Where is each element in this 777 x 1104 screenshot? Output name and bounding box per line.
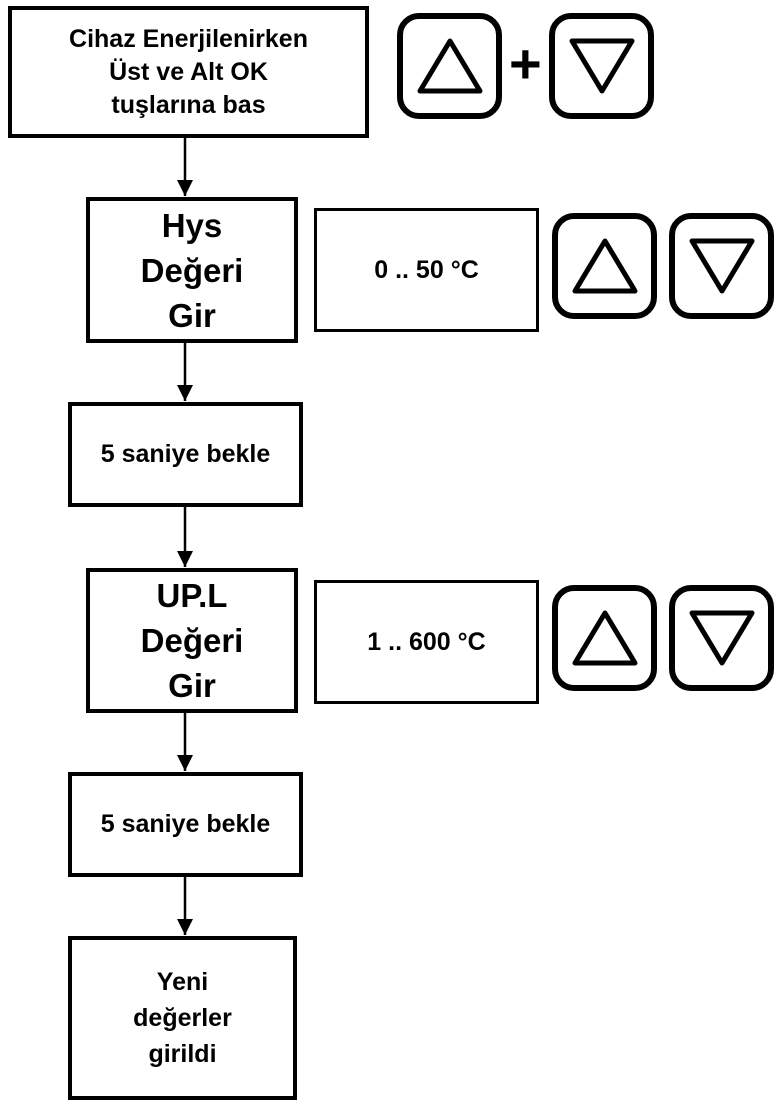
combo-plus: + bbox=[509, 32, 542, 95]
hys-range-box: 0 .. 50 °C bbox=[314, 208, 539, 332]
step-hys-box: Hys Değeri Gir bbox=[86, 197, 298, 343]
step-hys-line1: Hys bbox=[161, 206, 223, 244]
upl-range-value: 1 .. 600 °C bbox=[367, 627, 486, 656]
step-end-line3: girildi bbox=[148, 1040, 217, 1068]
hys-range-value: 0 .. 50 °C bbox=[374, 255, 479, 284]
upl-up-button bbox=[552, 585, 657, 691]
step-upl-box: UP.L Değeri Gir bbox=[86, 568, 298, 713]
arrowhead bbox=[177, 919, 193, 935]
step-upl-line2: Değeri bbox=[140, 622, 244, 659]
down-triangle-icon bbox=[689, 238, 754, 294]
up-button bbox=[397, 13, 502, 119]
down-triangle-icon bbox=[689, 610, 754, 666]
step-end-line1: Yeni bbox=[156, 968, 209, 996]
step-start-line3: tuşlarına bas bbox=[111, 90, 266, 119]
step-start-box: Cihaz Enerjilenirken Üst ve Alt OK tuşla… bbox=[8, 6, 369, 138]
arrowhead bbox=[177, 180, 193, 196]
upl-down-button bbox=[669, 585, 774, 691]
step-wait1-label: 5 saniye bekle bbox=[100, 440, 271, 468]
up-triangle-icon bbox=[417, 38, 482, 94]
step-wait2-label: 5 saniye bekle bbox=[100, 810, 271, 838]
step-upl-line1: UP.L bbox=[156, 577, 228, 614]
down-triangle-icon bbox=[569, 38, 634, 94]
hys-up-button bbox=[552, 213, 657, 319]
step-hys-line2: Değeri bbox=[140, 251, 244, 289]
step-upl-line3: Gir bbox=[168, 667, 216, 704]
up-triangle-icon bbox=[572, 238, 637, 294]
step-hys-line3: Gir bbox=[168, 296, 216, 334]
down-button bbox=[549, 13, 654, 119]
hys-down-button bbox=[669, 213, 774, 319]
arrowhead bbox=[177, 385, 193, 401]
upl-range-box: 1 .. 600 °C bbox=[314, 580, 539, 704]
step-end-line2: değerler bbox=[133, 1004, 232, 1032]
step-wait2-box: 5 saniye bekle bbox=[68, 772, 303, 877]
step-end-box: Yeni değerler girildi bbox=[68, 936, 297, 1100]
step-wait1-box: 5 saniye bekle bbox=[68, 402, 303, 507]
arrowhead bbox=[177, 551, 193, 567]
up-triangle-icon bbox=[572, 610, 637, 666]
arrowhead bbox=[177, 755, 193, 771]
step-start-line2: Üst ve Alt OK bbox=[109, 57, 268, 86]
step-start-line1: Cihaz Enerjilenirken bbox=[69, 24, 308, 53]
